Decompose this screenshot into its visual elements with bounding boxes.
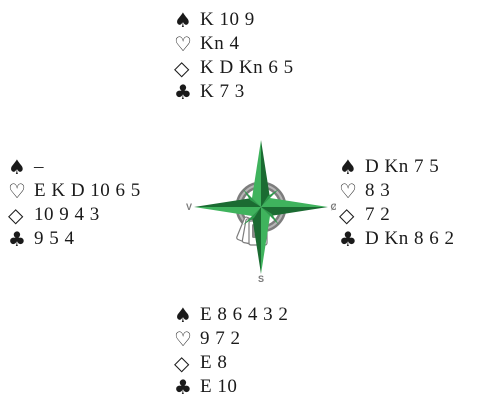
compass-west-label: V [186,202,192,212]
club-icon: ♣ [8,227,26,251]
west-hearts-row: ♡ E K D 10 6 5 [8,179,141,203]
east-diamonds-row: ◇ 7 2 [339,203,454,227]
south-diamonds-row: ◇ E 8 [174,351,288,375]
east-spades-row: ♠ D Kn 7 5 [339,155,454,179]
west-diamonds: 10 9 4 3 [34,204,100,225]
spade-icon: ♠ [8,155,26,179]
east-hearts: 8 3 [365,180,391,201]
heart-icon: ♡ [174,327,192,351]
club-icon: ♣ [174,80,192,104]
south-hearts-row: ♡ 9 7 2 [174,327,288,351]
south-spades-row: ♠ E 8 6 4 3 2 [174,303,288,327]
west-diamonds-row: ◇ 10 9 4 3 [8,203,141,227]
diamond-icon: ◇ [339,203,355,227]
east-diamonds: 7 2 [365,204,391,225]
spade-icon: ♠ [174,8,192,32]
north-hearts-row: ♡ Kn 4 [174,32,294,56]
compass-rose: G N S V Ø [186,140,336,282]
compass-star-icon [194,140,328,274]
west-hand: ♠ – ♡ E K D 10 6 5 ◇ 10 9 4 3 ♣ 9 5 4 [8,155,141,251]
heart-icon: ♡ [8,179,26,203]
north-hand: ♠ K 10 9 ♡ Kn 4 ◇ K D Kn 6 5 ♣ K 7 3 [174,8,294,104]
club-icon: ♣ [339,227,357,251]
west-clubs: 9 5 4 [34,228,75,249]
south-clubs-row: ♣ E 10 [174,375,288,399]
spade-icon: ♠ [339,155,357,179]
north-clubs-row: ♣ K 7 3 [174,80,294,104]
south-clubs: E 10 [200,376,238,397]
south-diamonds: E 8 [200,352,228,373]
north-hearts: Kn 4 [200,33,240,54]
compass-east-label: Ø [330,202,336,212]
compass-south-label: S [258,274,264,282]
spade-icon: ♠ [174,303,192,327]
north-spades-row: ♠ K 10 9 [174,8,294,32]
west-hearts: E K D 10 6 5 [34,180,141,201]
east-hearts-row: ♡ 8 3 [339,179,454,203]
south-hand: ♠ E 8 6 4 3 2 ♡ 9 7 2 ◇ E 8 ♣ E 10 [174,303,288,399]
west-clubs-row: ♣ 9 5 4 [8,227,141,251]
west-spades: – [34,156,44,177]
east-hand: ♠ D Kn 7 5 ♡ 8 3 ◇ 7 2 ♣ D Kn 8 6 2 [339,155,454,251]
east-clubs: D Kn 8 6 2 [365,228,455,249]
south-spades: E 8 6 4 3 2 [200,304,289,325]
north-clubs: K 7 3 [200,81,245,102]
heart-icon: ♡ [174,32,192,56]
south-hearts: 9 7 2 [200,328,241,349]
north-spades: K 10 9 [200,9,255,30]
east-clubs-row: ♣ D Kn 8 6 2 [339,227,454,251]
club-icon: ♣ [174,375,192,399]
diamond-icon: ◇ [8,203,24,227]
west-spades-row: ♠ – [8,155,141,179]
heart-icon: ♡ [339,179,357,203]
north-diamonds-row: ◇ K D Kn 6 5 [174,56,294,80]
diamond-icon: ◇ [174,56,190,80]
east-spades: D Kn 7 5 [365,156,440,177]
north-diamonds: K D Kn 6 5 [200,57,294,78]
diamond-icon: ◇ [174,351,190,375]
